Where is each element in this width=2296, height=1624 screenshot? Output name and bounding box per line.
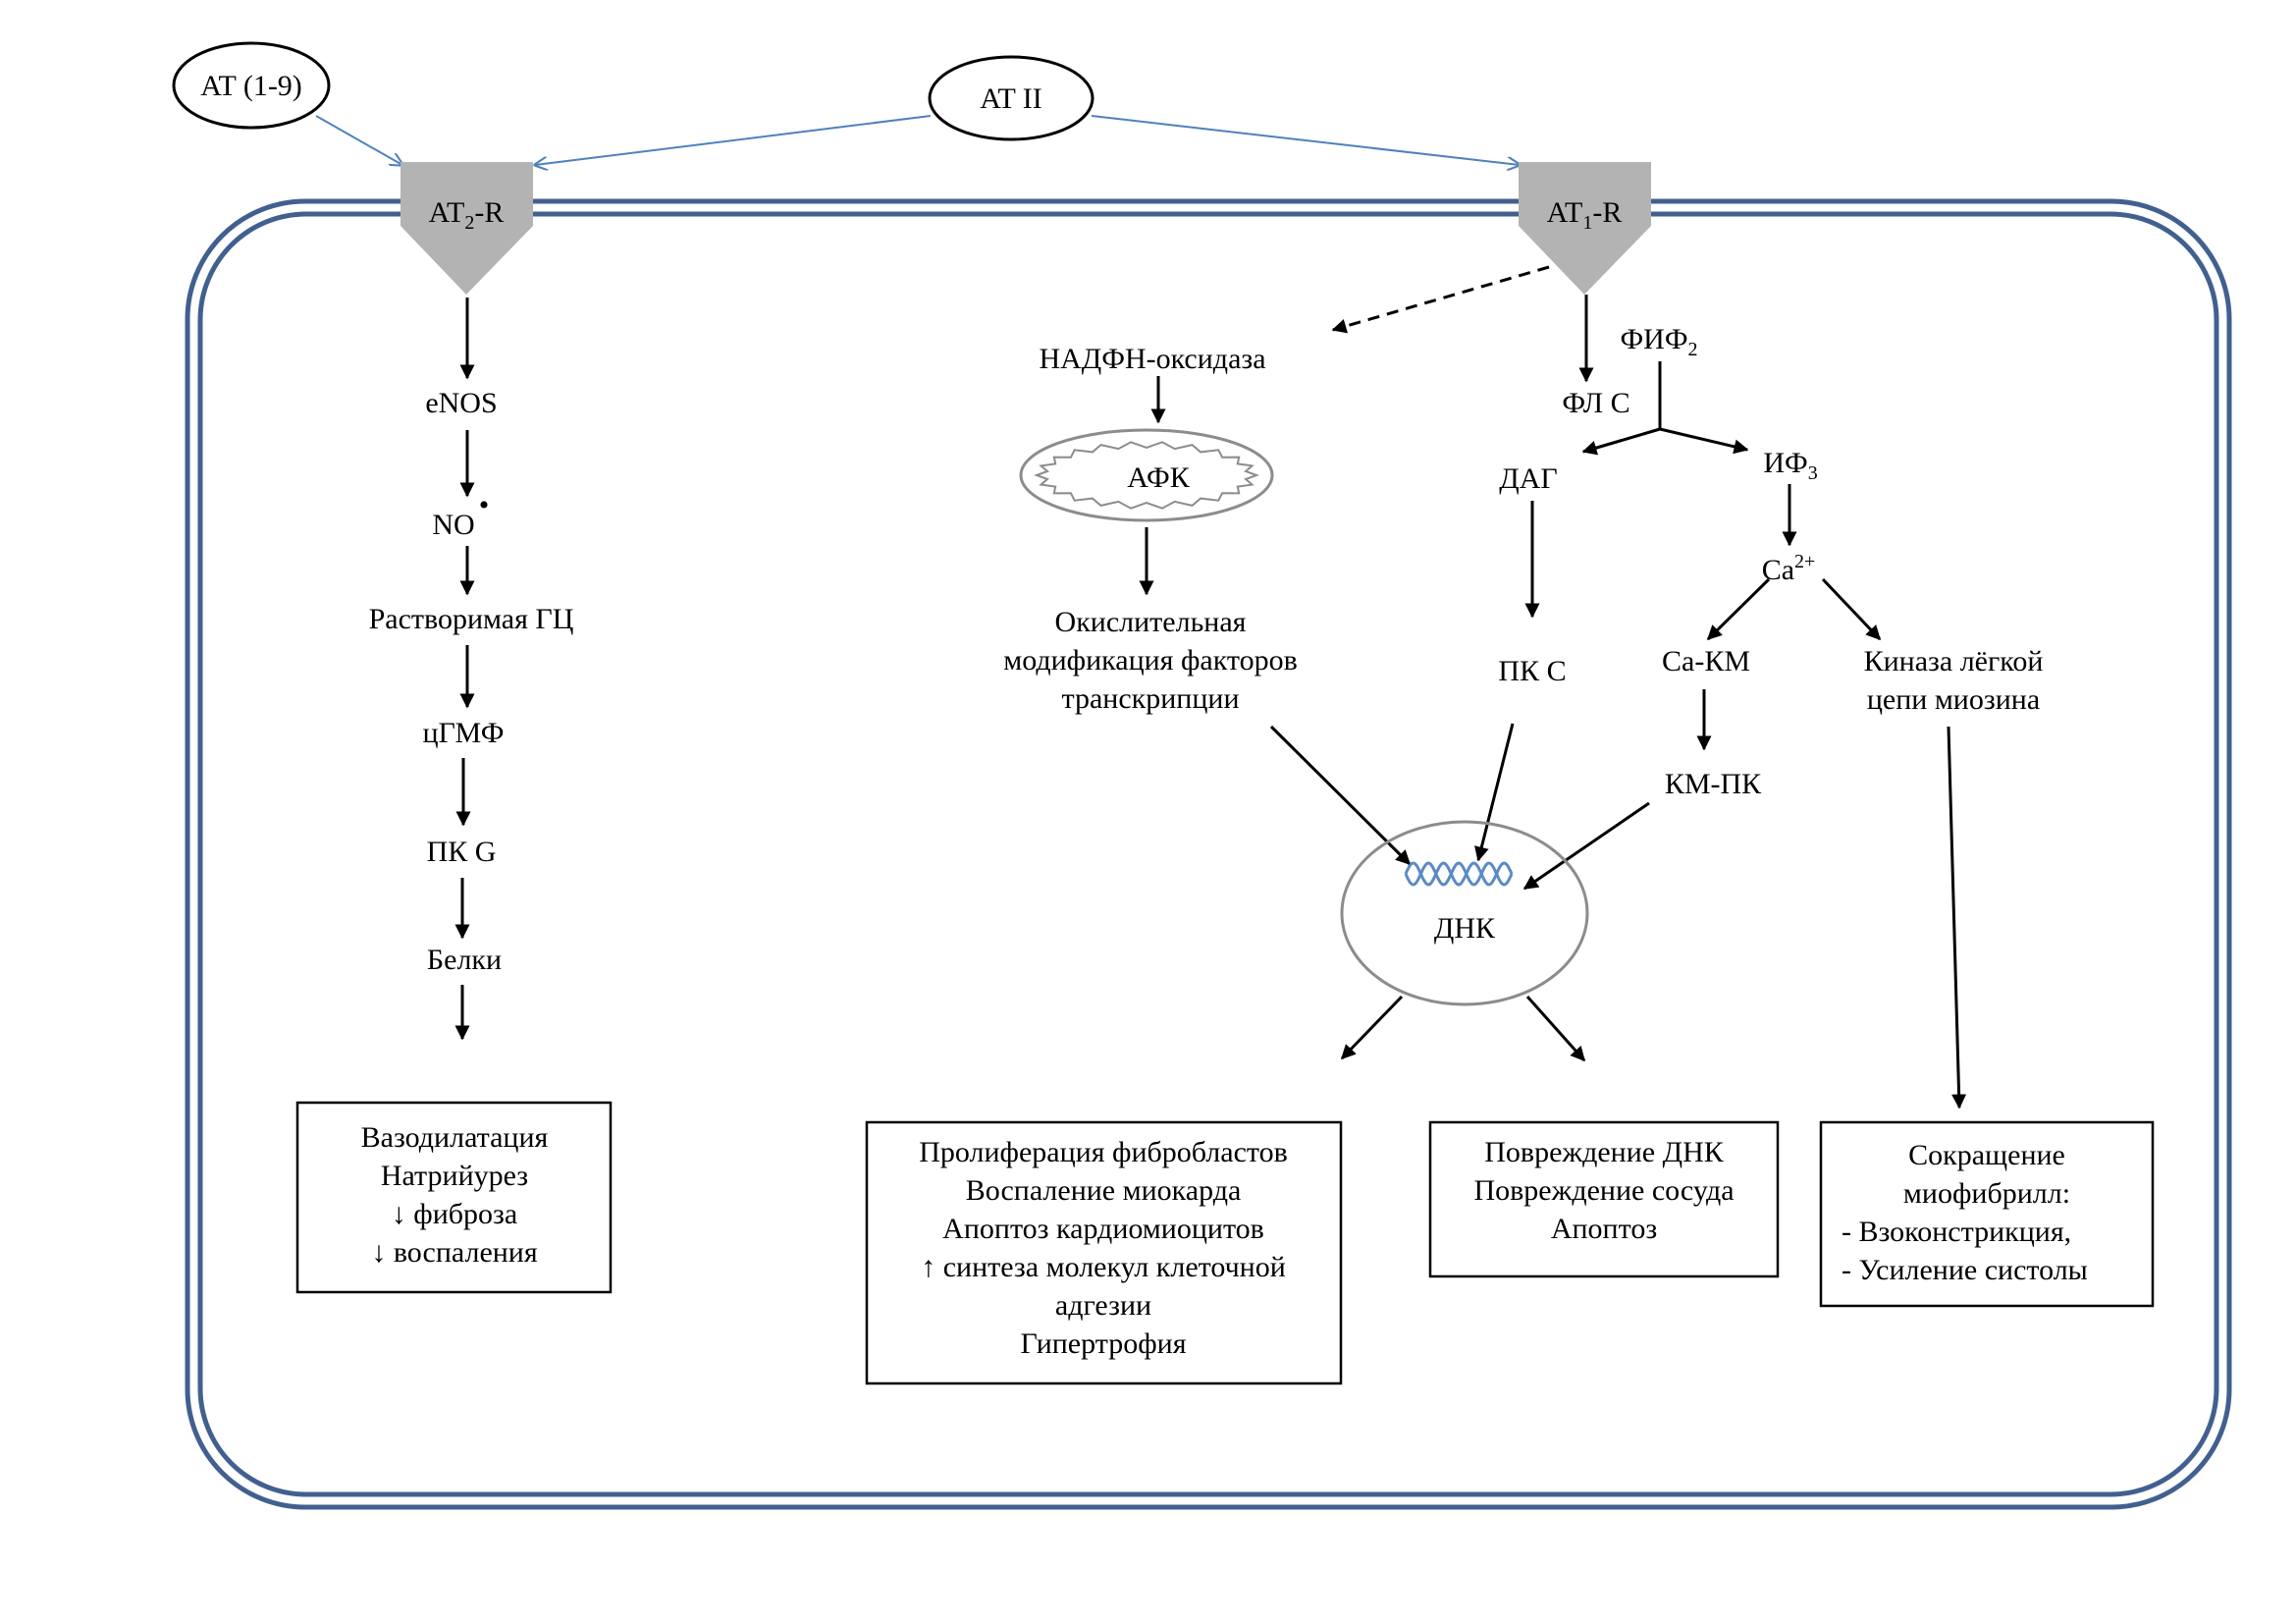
at2-to-at1r-arrow	[1091, 115, 1520, 165]
oxmod-to-dna-arrow	[1269, 725, 1412, 866]
ip3-label: ИФ3	[1763, 447, 1817, 484]
dna-helix-icon	[1404, 861, 1514, 887]
effect-b-2: Повреждение сосуда	[1473, 1174, 1734, 1207]
at2-node	[928, 55, 1095, 141]
no-radical-dot: •	[479, 489, 490, 521]
sgc-label: Растворимая ГЦ	[369, 603, 574, 635]
at1r-receptor	[1519, 162, 1651, 295]
pkg-label: ПК G	[427, 836, 497, 868]
effect-a-5: адгезии	[1055, 1289, 1151, 1322]
at19-node	[172, 41, 331, 130]
cell-membrane-outer	[185, 198, 2232, 1510]
effect-c-4: - Усиление систолы	[1842, 1254, 2088, 1286]
effect-a-2: Воспаление миокарда	[966, 1174, 1242, 1207]
left-effect-2: Натрийурез	[381, 1160, 528, 1192]
cell-membrane-inner	[197, 211, 2219, 1497]
nucleus-ellipse	[1340, 820, 1589, 1006]
mlck-line-1: Киназа лёгкой	[1864, 645, 2044, 677]
cacm-label: Ca-КМ	[1662, 645, 1750, 677]
cmpk-label: КМ-ПК	[1665, 768, 1762, 800]
effect-c-1: Сокращение	[1908, 1139, 2065, 1171]
effects-b-box	[1428, 1120, 1780, 1278]
ca-to-cacm-arrow	[1706, 577, 1771, 641]
pip2-to-ip3-arrow	[1659, 427, 1749, 455]
at19-label: AT (1-9)	[200, 70, 302, 102]
mlck-line-2: цепи миозина	[1867, 683, 2040, 716]
left-effect-4: ↓ воспаления	[371, 1236, 538, 1269]
oxmod-line-2: модификация факторов	[1003, 644, 1298, 677]
effect-a-4: ↑ синтеза молекул клеточной	[921, 1251, 1286, 1283]
ca-to-mlck-arrow	[1821, 577, 1882, 641]
left-effect-1: Вазодилатация	[361, 1121, 549, 1154]
effect-c-2: миофибрилл:	[1903, 1177, 2070, 1210]
at2r-receptor	[400, 162, 533, 295]
effect-b-3: Апоптоз	[1551, 1213, 1657, 1245]
effect-a-6: Гипертрофия	[1021, 1327, 1187, 1360]
at1r-to-nadph-dashed-arrow	[1331, 265, 1550, 334]
enos-label: eNOS	[425, 387, 497, 419]
proteins-label: Белки	[427, 944, 502, 976]
at2-label: AT II	[980, 82, 1042, 115]
at1r-label: AT1-R	[1547, 196, 1623, 234]
effect-a-1: Пролиферация фибробластов	[919, 1136, 1288, 1168]
ros-ellipse	[1019, 428, 1274, 522]
left-effect-3: ↓ фиброза	[392, 1198, 517, 1230]
effect-a-3: Апоптоз кардиомиоцитов	[942, 1213, 1264, 1245]
ros-zigzag-border	[1034, 441, 1259, 510]
effects-c-box	[1819, 1120, 2155, 1308]
cmpk-to-dna-arrow	[1522, 801, 1650, 891]
dna-label: ДНК	[1434, 912, 1496, 945]
effects-a-box	[865, 1120, 1343, 1385]
ca-label: Ca2+	[1762, 551, 1816, 586]
nucleus-to-effects-a-arrow	[1340, 995, 1404, 1060]
ros-label: АФК	[1127, 461, 1190, 494]
nadph-oxidase-label: НАДФН-оксидаза	[1039, 343, 1265, 375]
at2r-label: AT2-R	[429, 196, 505, 234]
plc-label: ФЛ С	[1562, 387, 1629, 419]
no-label: NO	[432, 509, 474, 541]
oxmod-line-1: Окислительная	[1055, 606, 1247, 638]
oxmod-line-3: транскрипции	[1061, 682, 1239, 715]
at19-to-at2r-arrow	[315, 115, 402, 165]
pip2-label: ФИФ2	[1620, 323, 1697, 360]
pkc-to-dna-arrow	[1474, 723, 1515, 862]
nucleus-to-effects-b-arrow	[1525, 996, 1586, 1062]
effect-c-3: - Взоконстрикция,	[1842, 1216, 2071, 1248]
cgmp-label: цГМФ	[423, 717, 505, 749]
mlck-to-contraction-arrow	[1947, 726, 1967, 1110]
at2-to-at2r-arrow	[535, 115, 932, 165]
pkc-label: ПК С	[1498, 655, 1566, 687]
left-effects-box	[295, 1101, 613, 1294]
dag-label: ДАГ	[1499, 462, 1557, 495]
pip2-to-dag-arrow	[1581, 427, 1661, 456]
effect-b-1: Повреждение ДНК	[1484, 1136, 1725, 1168]
